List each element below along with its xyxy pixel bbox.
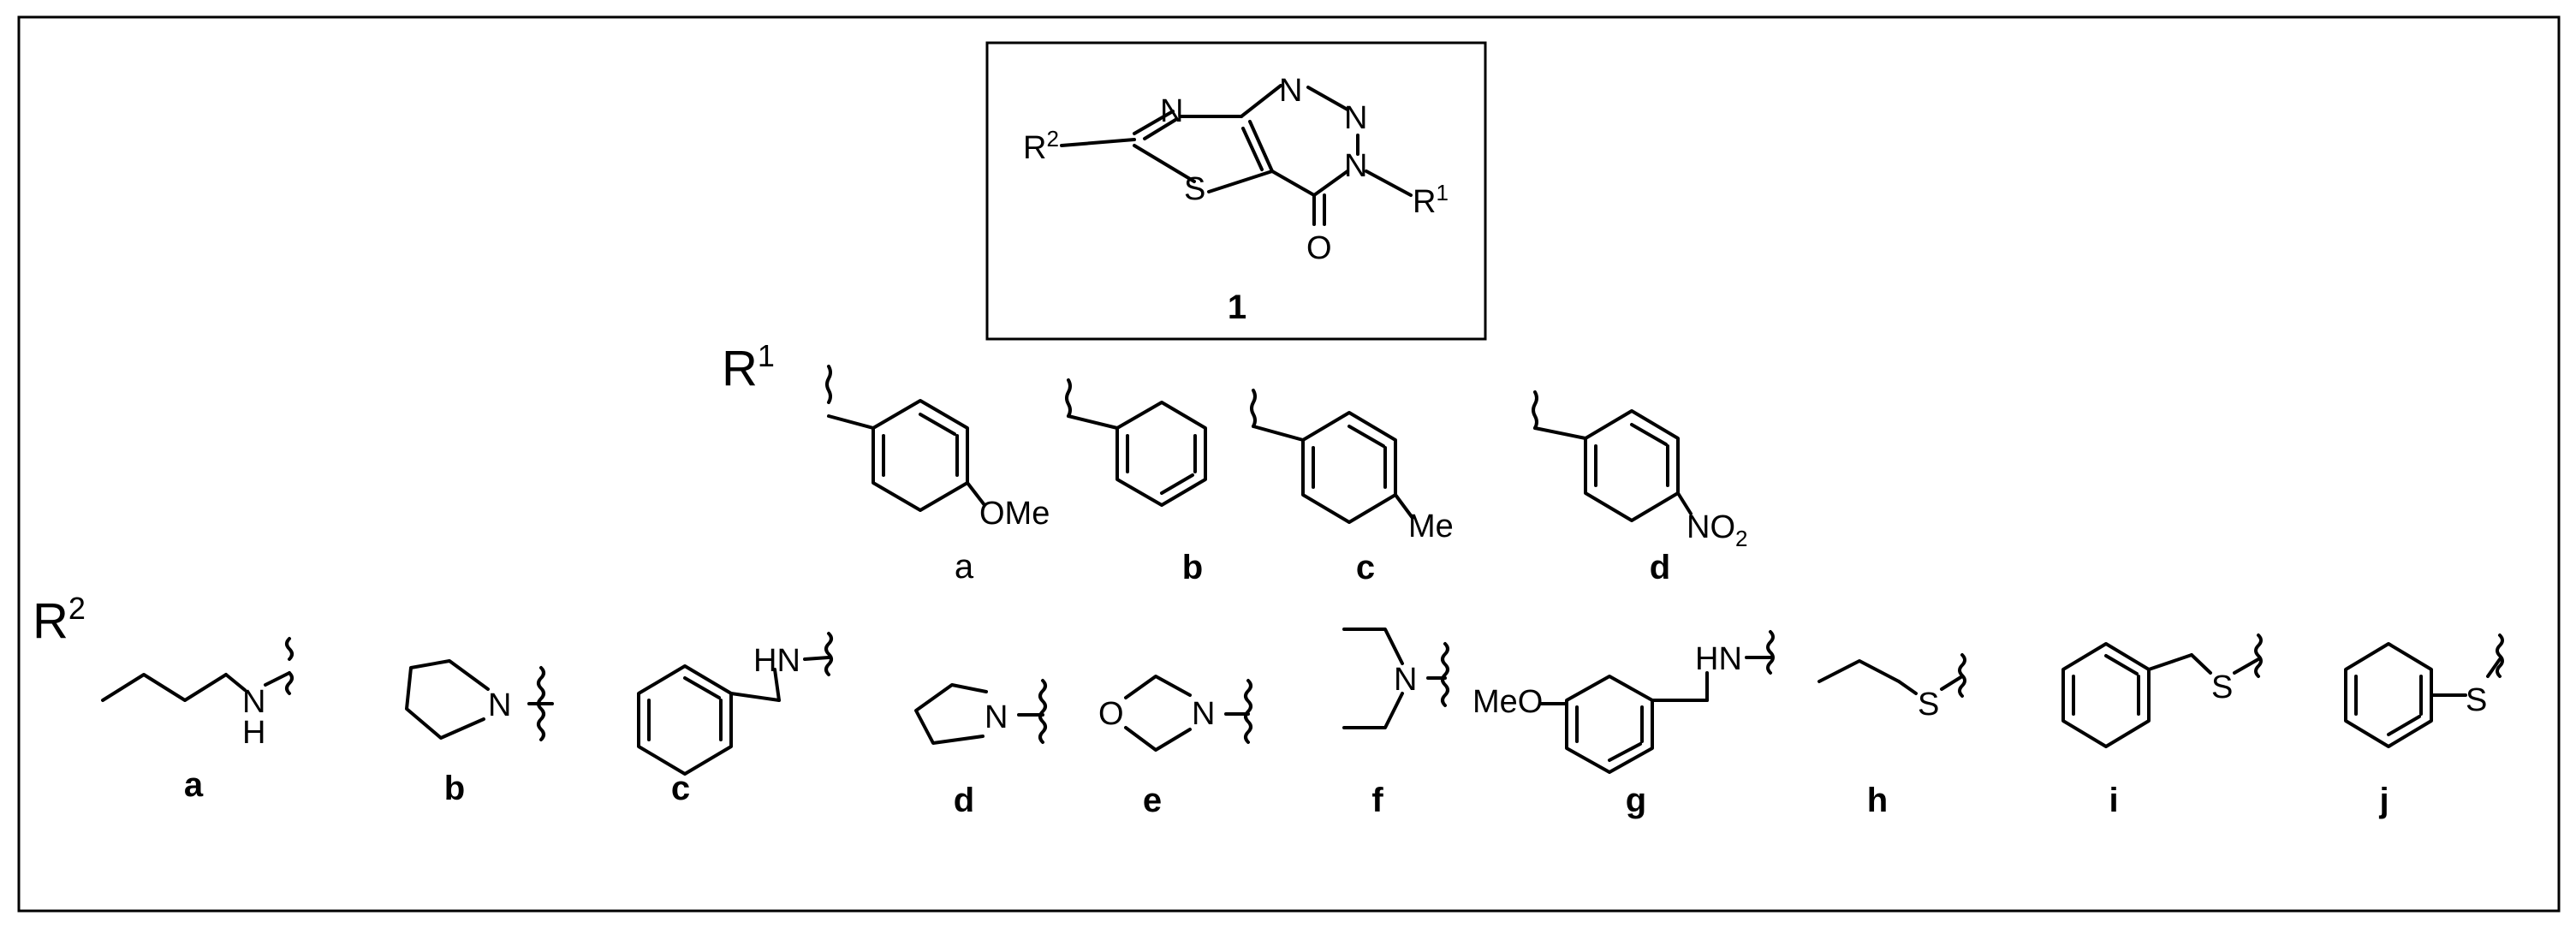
r2-substituent-g: MeO HN g [1472,630,1775,819]
r2-j-atom: S [2466,682,2487,718]
compound-number: 1 [1228,289,1246,326]
r2-d-atom: N [985,699,1008,735]
r2-f-atom: N [1394,662,1417,698]
r2-e-atom: N [1192,696,1215,732]
r2-b-label: b [444,770,465,807]
r2-substituent-a: N H a [101,637,294,804]
r1-substituent-d: NO2 d [1532,390,1747,586]
r1-substituent-c: Me c [1250,389,1454,586]
r2-g-atom: HN [1695,641,1742,677]
r2-i-label: i [2109,782,2118,819]
r2-g-group: MeO [1472,684,1543,720]
r1-substituent-a: OMe a [825,365,1050,586]
r2-d-label: d [954,782,974,819]
r2-g-label: g [1626,782,1646,819]
r2-substituent-h: S h [1817,653,1966,819]
r1-b-label: b [1182,549,1203,586]
atom-n3-triazine: N [1344,148,1367,184]
r1-group-label: R1 [1413,180,1449,220]
compound-1: N S N N N O R2 R1 1 [985,41,1487,341]
r1-c-label: c [1356,549,1375,586]
r1-c-group: Me [1408,509,1454,544]
atom-n-thiazole: N [1160,93,1183,129]
r1-d-label: d [1650,549,1670,586]
r2-group-label: R2 [1023,126,1059,166]
r1-substituent-b: b [1065,378,1207,586]
atom-s-thiazole: S [1184,171,1205,207]
r1-heading: R1 [722,338,775,396]
r2-section: R2 N H a N b HN [33,591,2504,819]
r2-c-atom: HN [753,643,800,679]
r2-f-label: f [1371,782,1383,819]
r2-h-atom: S [1918,687,1939,723]
atom-o-carbonyl: O [1306,230,1332,266]
atom-n2-triazine: N [1344,100,1367,136]
outer-frame [17,15,2561,913]
r2-a-label: a [184,766,204,804]
r2-e-atom-o: O [1098,696,1124,732]
r2-substituent-d: N d [914,679,1047,819]
r1-a-label: a [955,548,974,586]
r1-a-group: OMe [979,496,1050,532]
r2-a-atom-h: H [242,715,265,751]
compound-1-box [985,41,1487,341]
r2-substituent-f: N f [1342,628,1449,819]
r2-h-label: h [1867,782,1888,819]
r2-b-atom: N [488,687,511,723]
r2-j-label: j [2378,782,2389,819]
r1-section: R1 OMe a b [722,338,1747,586]
r2-substituent-b: N b [405,659,554,807]
r2-substituent-j: S j [2344,634,2504,819]
r2-substituent-c: HN c [637,632,833,807]
r2-substituent-i: S i [2061,634,2263,819]
r2-a-atom: N [242,684,265,720]
atom-n1-triazine: N [1279,73,1302,109]
r1-d-group: NO2 [1687,509,1747,551]
r2-c-label: c [671,770,690,807]
r2-substituent-e: O N e [1098,675,1252,819]
r2-i-atom: S [2211,669,2233,705]
r2-heading: R2 [33,591,86,649]
r2-e-label: e [1143,782,1162,819]
